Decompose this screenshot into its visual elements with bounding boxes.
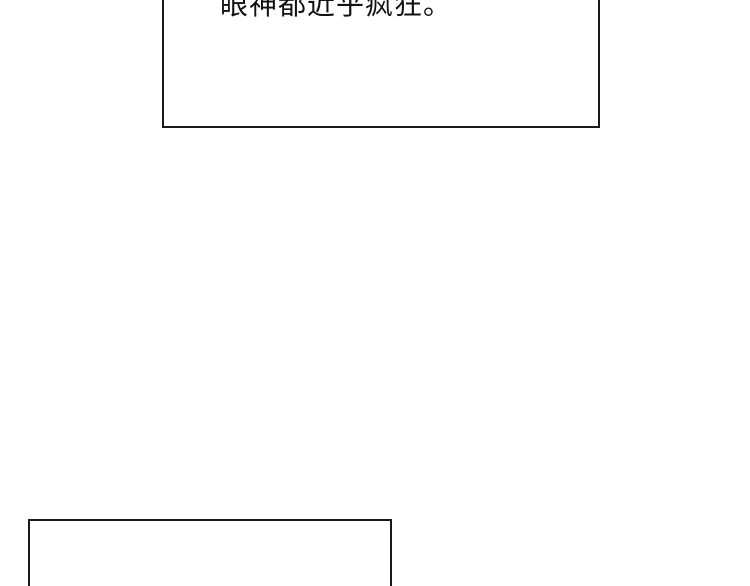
- next-narration-box: [28, 519, 392, 586]
- narration-box: 眼神都近乎疯狂。: [162, 0, 600, 128]
- narration-text: 眼神都近乎疯狂。: [220, 0, 453, 21]
